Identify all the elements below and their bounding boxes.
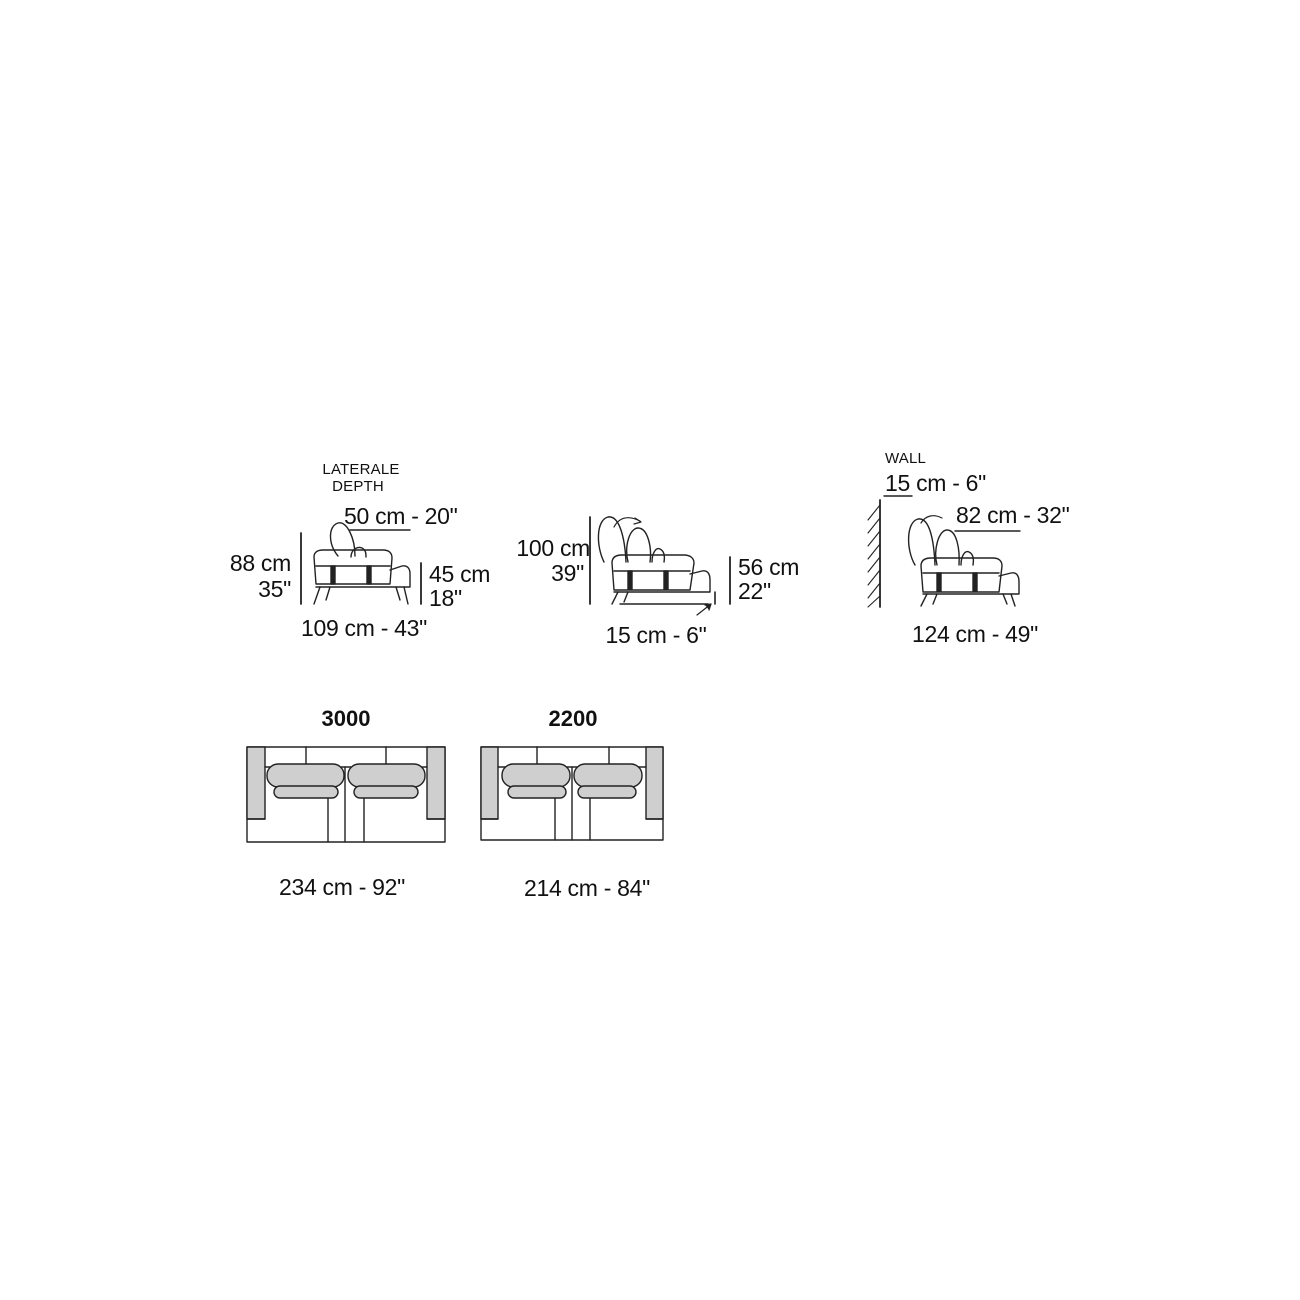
seat-cushion [508, 786, 566, 798]
back-cushion [348, 764, 425, 787]
leather-strap [628, 571, 632, 589]
arm-height-cm-label: 56 cm [738, 554, 800, 580]
seat-height-in-label: 18" [429, 585, 462, 611]
back-cushion-outline [331, 523, 356, 556]
back-cushion-outline [598, 517, 626, 562]
arm-cushion-outline [921, 558, 1002, 592]
sofa-leg [404, 587, 408, 604]
height-cm-label: 100 cm [516, 535, 590, 561]
sofa-leg [624, 592, 628, 602]
seat-cushion [578, 786, 636, 798]
small-cushion-outline [351, 547, 366, 557]
seat-cushion [274, 786, 338, 798]
back-cushion-outline [936, 530, 959, 565]
leather-strap [331, 566, 335, 584]
seat-depth-label: 82 cm - 32" [956, 502, 1070, 528]
depth-label: 109 cm - 43" [300, 615, 428, 641]
leather-strap [937, 573, 941, 591]
left-armrest [247, 747, 265, 819]
leather-strap [664, 571, 668, 589]
back-cushion [574, 764, 642, 787]
sofa-plan-view-3000 [247, 747, 445, 842]
model-name-2200: 2200 [548, 706, 598, 731]
height-in-label: 39" [551, 560, 584, 586]
sofa-leg [1011, 594, 1015, 606]
sofa-leg [612, 592, 618, 604]
sofa-leg [1003, 594, 1007, 604]
back-cushion [267, 764, 344, 787]
laterale-caption: LATERALE [322, 461, 400, 478]
depth-caption: DEPTH [332, 478, 384, 495]
back-cushion [502, 764, 570, 787]
recline-arrow-head [634, 518, 641, 524]
model-width-3000: 234 cm - 92" [278, 874, 406, 900]
arm-cushion-outline [314, 550, 392, 584]
leather-strap [973, 573, 977, 591]
seat-height-cm-label: 45 cm [429, 561, 491, 587]
wall-hatching [868, 505, 880, 607]
back-cushion-outline [627, 528, 651, 562]
model-width-2200: 214 cm - 84" [523, 875, 651, 901]
seat-outline [316, 566, 410, 587]
seat-outline [923, 573, 1019, 594]
sofa-side-view-wall [868, 496, 1020, 607]
arm-cushion-outline [612, 555, 694, 590]
sofa-leg [933, 594, 937, 604]
right-armrest [427, 747, 445, 819]
wall-label: WALL [885, 450, 927, 467]
leather-strap [367, 566, 371, 584]
sofa-leg [921, 594, 927, 606]
seat-cushion [354, 786, 418, 798]
back-cushion-outline [909, 519, 935, 565]
recline-offset-label: 15 cm - 6" [605, 622, 707, 648]
recline-arrow [921, 516, 942, 523]
sofa-leg [326, 587, 330, 600]
left-armrest [481, 747, 498, 819]
depth-label: 124 cm - 49" [911, 621, 1039, 647]
seat-depth-label: 50 cm - 20" [344, 503, 458, 529]
seat-outline [614, 571, 710, 592]
arm-height-in-label: 22" [738, 578, 771, 604]
height-in-label: 35" [258, 576, 291, 602]
model-name-3000: 3000 [321, 706, 371, 731]
sofa-leg [396, 587, 400, 600]
right-armrest [646, 747, 663, 819]
height-cm-label: 88 cm [229, 550, 291, 576]
sofa-leg [314, 587, 320, 604]
wall-distance-label: 15 cm - 6" [885, 470, 987, 496]
sofa-plan-view-2200 [481, 747, 663, 840]
recline-offset-arrow-head [705, 604, 711, 610]
sofa-side-view-standard [301, 523, 421, 604]
sofa-side-view-reclined [590, 517, 730, 615]
